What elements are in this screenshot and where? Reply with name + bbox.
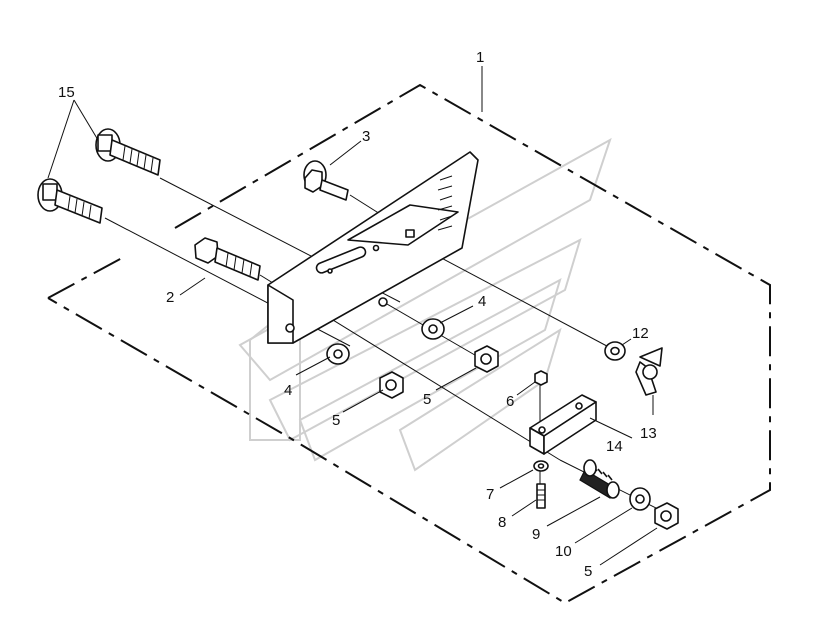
lock-nut-5-right: [654, 502, 679, 530]
callout-7: 7: [486, 486, 494, 503]
spring-9: [579, 459, 620, 499]
callout-5-left: 5: [332, 412, 340, 429]
callout-8: 8: [498, 514, 506, 531]
hex-bolt-2: [194, 237, 261, 281]
spacer-block-14: [529, 394, 597, 455]
washer-10: [629, 487, 651, 511]
carriage-bolt-lower: [37, 178, 103, 224]
leader-lines: [47, 66, 658, 566]
small-nut-6: [534, 370, 548, 386]
callout-10: 10: [555, 543, 572, 560]
small-screw-8: [536, 483, 546, 509]
assembly-boundary: [47, 83, 771, 605]
callout-6: 6: [506, 393, 514, 410]
washer-4-left: [326, 343, 350, 365]
callout-1: 1: [476, 49, 484, 66]
lock-nut-5-middle: [474, 345, 499, 373]
callout-5-middle: 5: [423, 391, 431, 408]
callout-4-right: 4: [478, 293, 486, 310]
callout-3: 3: [362, 128, 370, 145]
scale-markings: [437, 175, 453, 231]
washer-12: [604, 341, 626, 361]
callout-labels: 1 2 3 4 4 5 5 5 6 7 8 9 10 12 13 14 15: [58, 49, 657, 580]
washer-4-right: [421, 318, 445, 340]
callout-9: 9: [532, 526, 540, 543]
wing-nut-13: [635, 347, 663, 396]
lock-nut-5-left: [379, 371, 404, 399]
callout-5-right: 5: [584, 563, 592, 580]
hex-bolt-3: [303, 160, 349, 201]
bracket-plate: [267, 151, 479, 344]
small-washer-7: [533, 460, 549, 472]
callout-14: 14: [606, 438, 623, 455]
callout-12: 12: [632, 325, 649, 342]
callout-15: 15: [58, 84, 75, 101]
callout-2: 2: [166, 289, 174, 306]
callout-4-left: 4: [284, 382, 292, 399]
carriage-bolt-upper: [95, 128, 161, 176]
callout-13: 13: [640, 425, 657, 442]
